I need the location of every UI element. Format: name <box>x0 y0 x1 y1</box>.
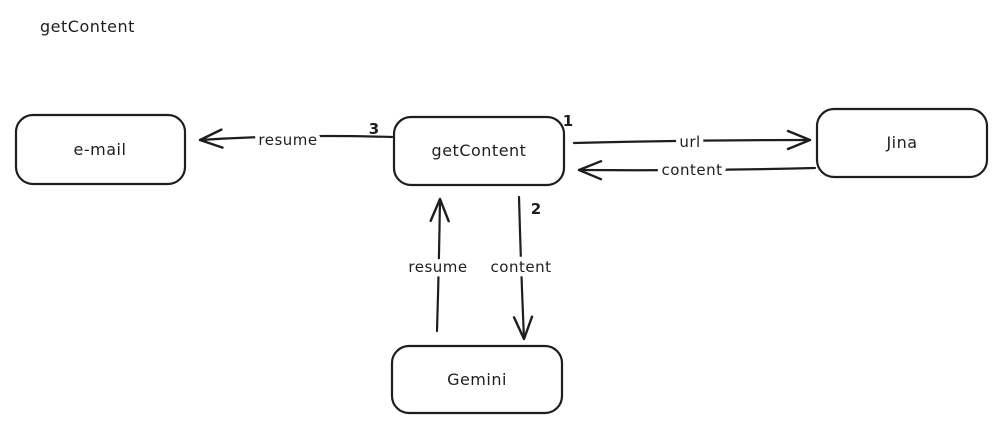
edge-resume-to-getcontent: resume <box>404 197 472 333</box>
edge-url-to-jina-label: url <box>679 133 700 151</box>
node-email-label: e-mail <box>74 140 127 159</box>
diagram-title: getContent <box>40 17 135 36</box>
step-number-3: 3 <box>369 120 379 138</box>
node-getcontent: getContent <box>392 115 566 187</box>
edge-resume-to-email-line <box>198 128 394 149</box>
edge-resume-to-email: resume 3 <box>198 120 394 154</box>
edge-content-to-gemini-line <box>512 195 534 341</box>
edge-url-to-jina: url 1 <box>563 112 812 156</box>
edge-content-to-gemini: content 2 <box>486 195 555 341</box>
node-jina-label: Jina <box>885 133 917 152</box>
node-email-box <box>14 113 187 186</box>
edge-content-to-getcontent-line <box>577 159 817 181</box>
node-gemini-label: Gemini <box>447 370 507 389</box>
step-number-1: 1 <box>563 112 573 130</box>
edge-url-to-jina-line <box>572 129 812 151</box>
node-gemini: Gemini <box>390 344 564 415</box>
edge-content-to-getcontent-label: content <box>662 161 723 179</box>
node-jina: Jina <box>815 107 989 179</box>
node-jina-box <box>815 107 989 179</box>
edge-resume-to-email-label: resume <box>258 131 317 149</box>
edge-content-to-getcontent: content <box>577 157 817 184</box>
node-gemini-box <box>390 344 564 415</box>
edge-content-to-gemini-label: content <box>491 258 552 276</box>
step-number-2: 2 <box>531 200 541 218</box>
edge-resume-to-getcontent-line <box>429 197 450 333</box>
node-getcontent-box <box>392 115 566 187</box>
edge-resume-to-getcontent-label: resume <box>408 258 467 276</box>
node-getcontent-label: getContent <box>432 141 527 160</box>
node-email: e-mail <box>14 113 187 186</box>
